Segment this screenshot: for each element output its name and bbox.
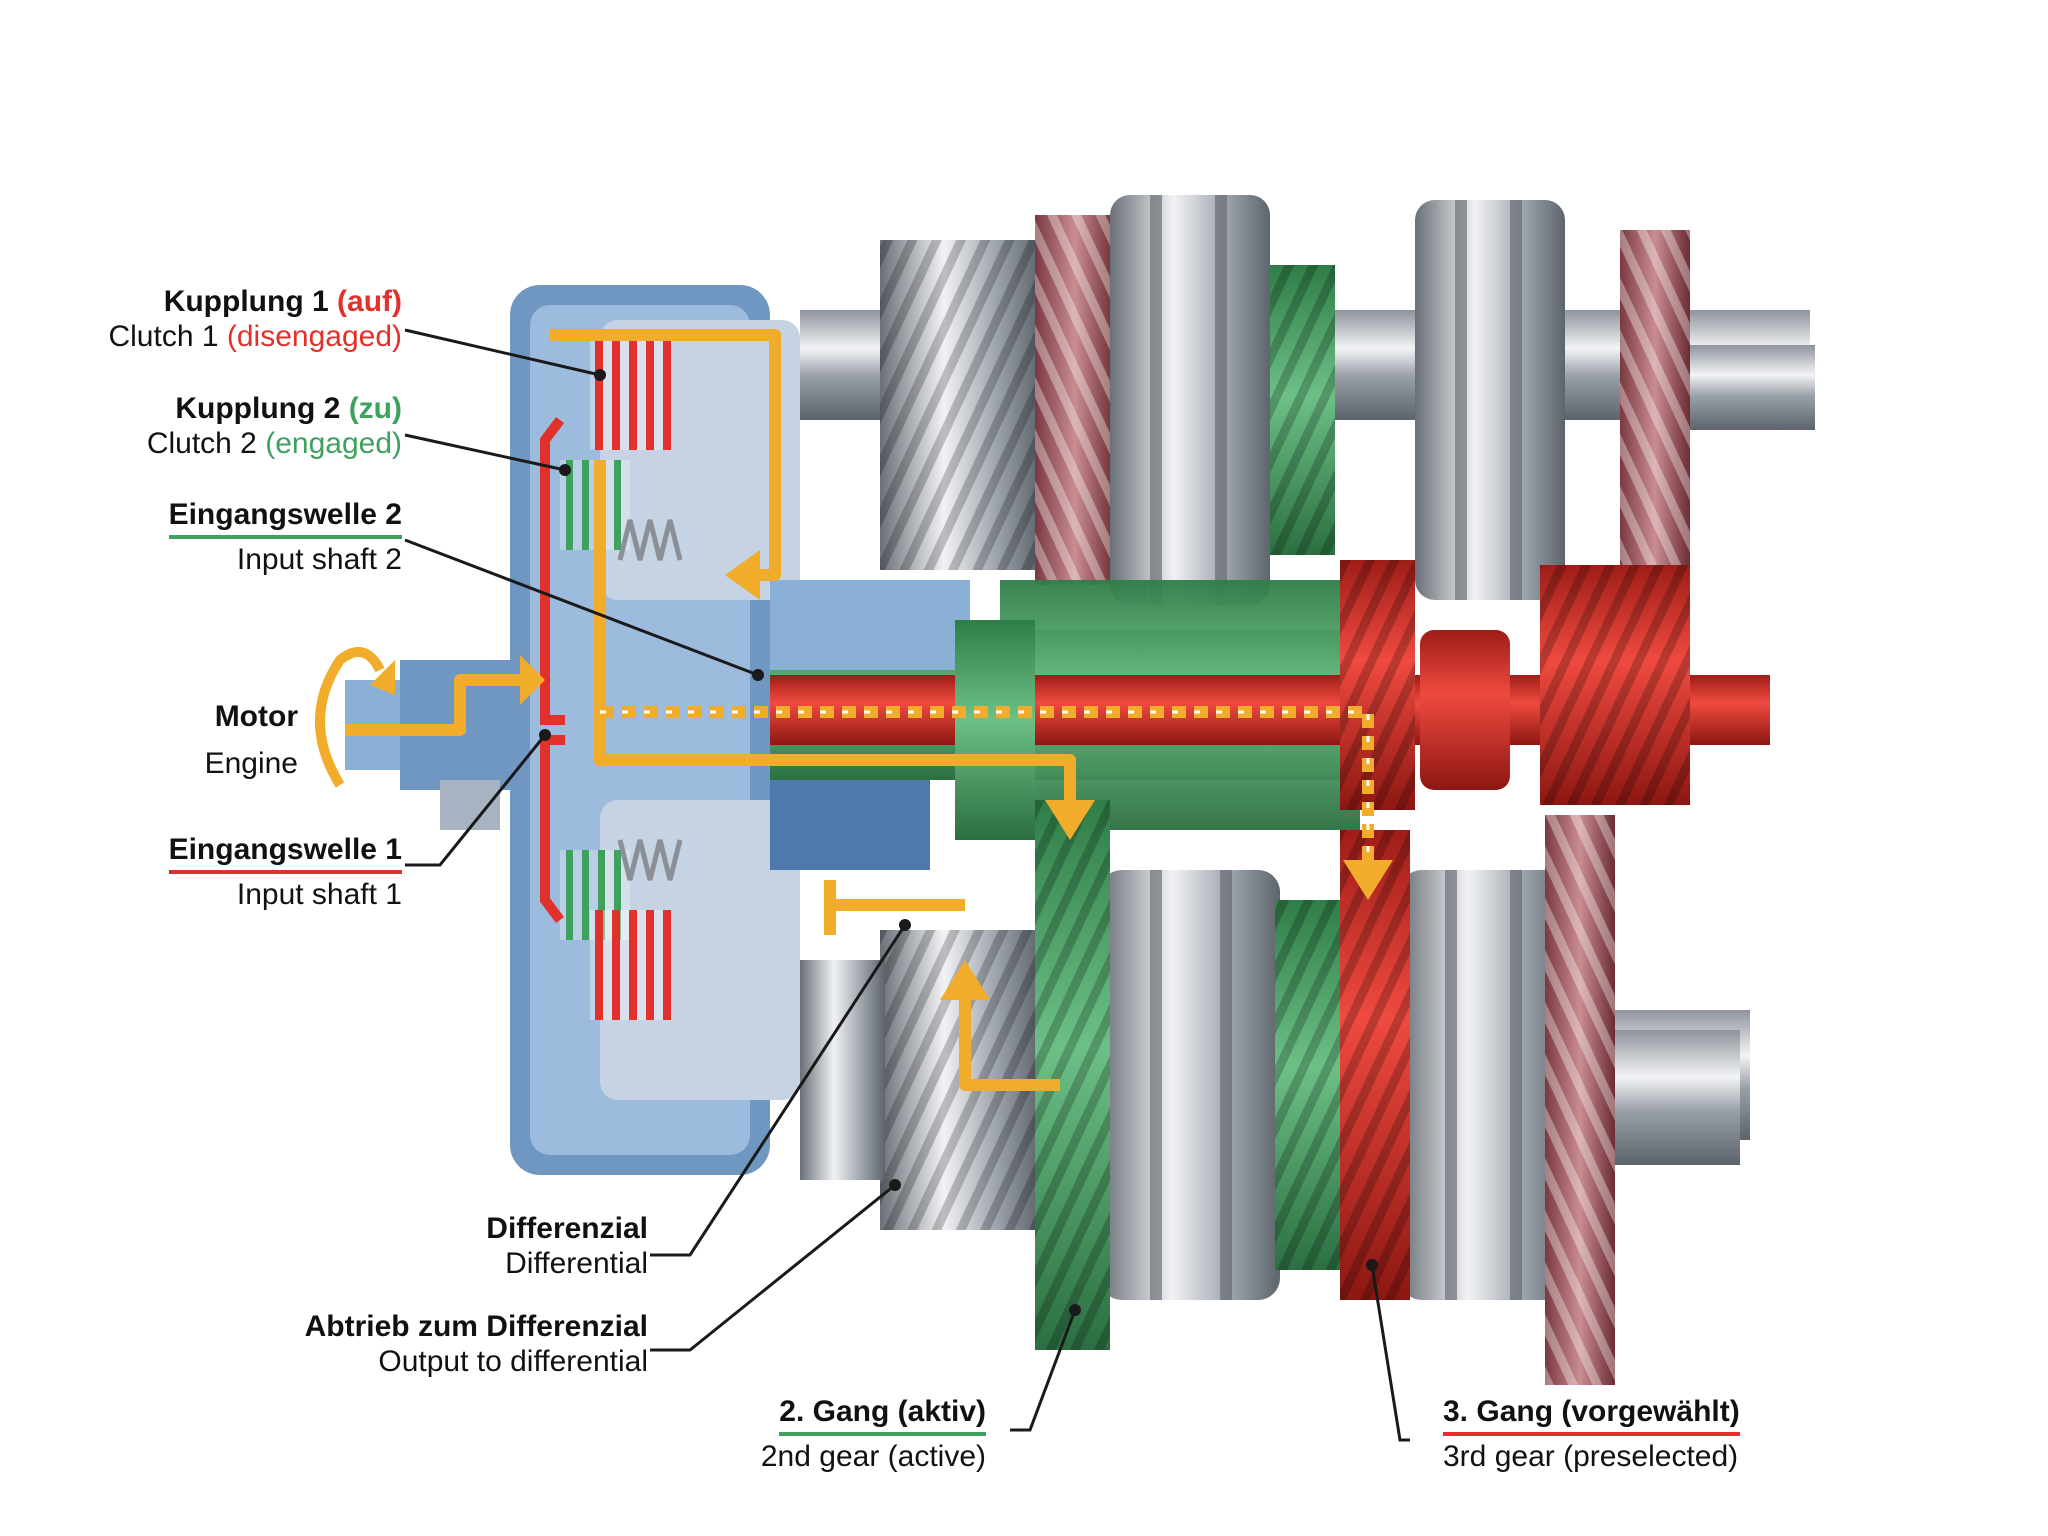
arrow-head-output: [940, 960, 990, 1000]
arrow-head-gear2: [1045, 800, 1095, 840]
leader-lines: [404, 328, 1410, 1442]
arrow-head-clutch: [725, 550, 760, 600]
gear3-synchro-red: [1420, 630, 1510, 790]
lower-shaft-end: [1615, 1030, 1740, 1165]
lower-synchro-right: [1400, 870, 1570, 1300]
clutch-springs: [617, 519, 683, 881]
label-clutch1: Kupplung 1 (auf) Clutch 1 (disengaged): [108, 285, 402, 353]
upper-synchro-left: [1110, 195, 1270, 605]
upper-synchro-right: [1415, 200, 1565, 600]
label-gear2: 2. Gang (aktiv) 2nd gear (active): [760, 1395, 986, 1473]
preselected-flow-dashed: [600, 706, 1374, 860]
lower-synchro-left: [1100, 870, 1280, 1300]
label-engine: Motor Engine: [204, 700, 298, 780]
label-input-shaft-2: Eingangswelle 2 Input shaft 2: [168, 498, 402, 576]
clutch-red-drive-path: [540, 417, 565, 725]
output-pinion: [800, 960, 885, 1180]
label-differential: Differenzial Differential: [486, 1212, 648, 1280]
shift-fork: [955, 620, 1035, 840]
arrow-head-input: [520, 655, 545, 705]
label-input-shaft-1: Eingangswelle 1 Input shaft 1: [168, 833, 402, 911]
label-output: Abtrieb zum Differenzial Output to diffe…: [304, 1310, 648, 1378]
label-clutch2: Kupplung 2 (zu) Clutch 2 (engaged): [146, 392, 402, 460]
engine-rotation-arrow: [315, 647, 385, 788]
label-gear3: 3. Gang (vorgewählt) 3rd gear (preselect…: [1443, 1395, 1740, 1473]
upper-shaft-end: [1690, 345, 1815, 430]
arrow-head-gear3: [1343, 860, 1393, 900]
